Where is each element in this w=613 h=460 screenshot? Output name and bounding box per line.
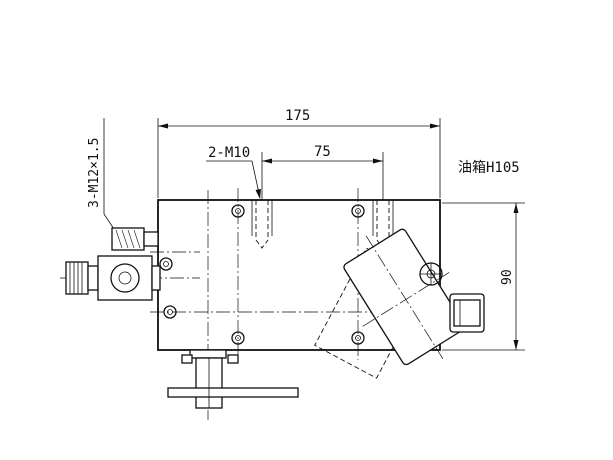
mounting-hole-bottom-left [231,331,245,345]
tank-note: 油箱H105 [458,160,520,176]
dim-height: 90 [442,202,525,351]
side-hole-lower [163,305,177,319]
dim-hole-spacing: 75 [261,144,384,200]
port-fitting-upper [111,227,159,251]
tilted-tank [343,228,466,366]
port-fitting-main [65,255,161,301]
dim-75-label: 75 [314,144,331,160]
mounting-hole-bottom-right [351,331,365,345]
dim-90-label: 90 [500,269,515,285]
threaded-hole-left [251,200,273,249]
valve-handle [167,349,299,409]
dim-175-label: 175 [285,108,310,124]
mounting-hole-top-left [231,204,245,218]
side-hole-upper [159,257,173,271]
mounting-hole-top-right [351,204,365,218]
right-plug [449,293,485,333]
leader-3-m12: 3-M12×1.5 [87,118,117,233]
dim-overall-width: 175 [157,108,441,198]
port-thread-label: 3-M12×1.5 [87,138,102,208]
tank-gauge [419,262,443,286]
thread-2-m10-label: 2-M10 [208,145,250,161]
leader-2-m10: 2-M10 [206,145,261,199]
